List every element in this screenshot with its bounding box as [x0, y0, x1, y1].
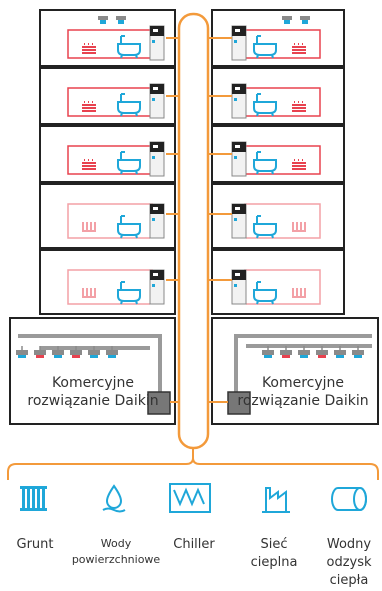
fancoils-right — [261, 345, 365, 358]
water-drop-icon — [102, 484, 126, 513]
source-label-heat-recovery-line2: odzysk — [326, 555, 372, 570]
commercial-label-right: Komercyjne rozwiązanie Daikin — [228, 374, 378, 410]
commercial-label-left: Komercyjne rozwiązanie Daikin — [18, 374, 168, 410]
heating-loops-right — [244, 29, 321, 305]
commercial-label-right-line2: rozwiązanie Daikin — [237, 393, 369, 409]
duct-right — [234, 334, 372, 394]
source-label-surface-water: Wody powierzchniowe — [66, 536, 166, 568]
radiator-source-icon — [20, 486, 47, 511]
source-label-district-heating: Sieć cieplna — [244, 536, 304, 572]
factory-icon — [262, 487, 290, 513]
commercial-label-right-line1: Komercyjne — [261, 375, 345, 391]
commercial-label-left-line1: Komercyjne — [51, 375, 135, 391]
chiller-icon — [169, 483, 211, 513]
source-label-heat-recovery-line1: Wodny — [326, 537, 372, 552]
source-label-heat-recovery: Wodny odzysk ciepła — [318, 536, 380, 590]
source-label-surface-water-line1: Wody — [100, 537, 132, 550]
source-label-district-heating-line1: Sieć — [260, 537, 288, 552]
fancoils-left — [15, 345, 119, 358]
pipe-icon — [331, 487, 367, 511]
source-label-ground-line1: Grunt — [16, 537, 54, 552]
heating-loops-left — [67, 29, 153, 305]
source-label-chiller: Chiller — [166, 536, 222, 554]
source-label-chiller-line1: Chiller — [173, 537, 215, 552]
source-label-surface-water-line2: powierzchniowe — [71, 553, 161, 566]
source-label-district-heating-line2: cieplna — [250, 555, 298, 570]
water-loop — [7, 12, 379, 480]
source-label-heat-recovery-line3: ciepła — [329, 573, 369, 588]
source-label-ground: Grunt — [4, 536, 66, 554]
commercial-label-left-line2: rozwiązanie Daikin — [27, 393, 159, 409]
